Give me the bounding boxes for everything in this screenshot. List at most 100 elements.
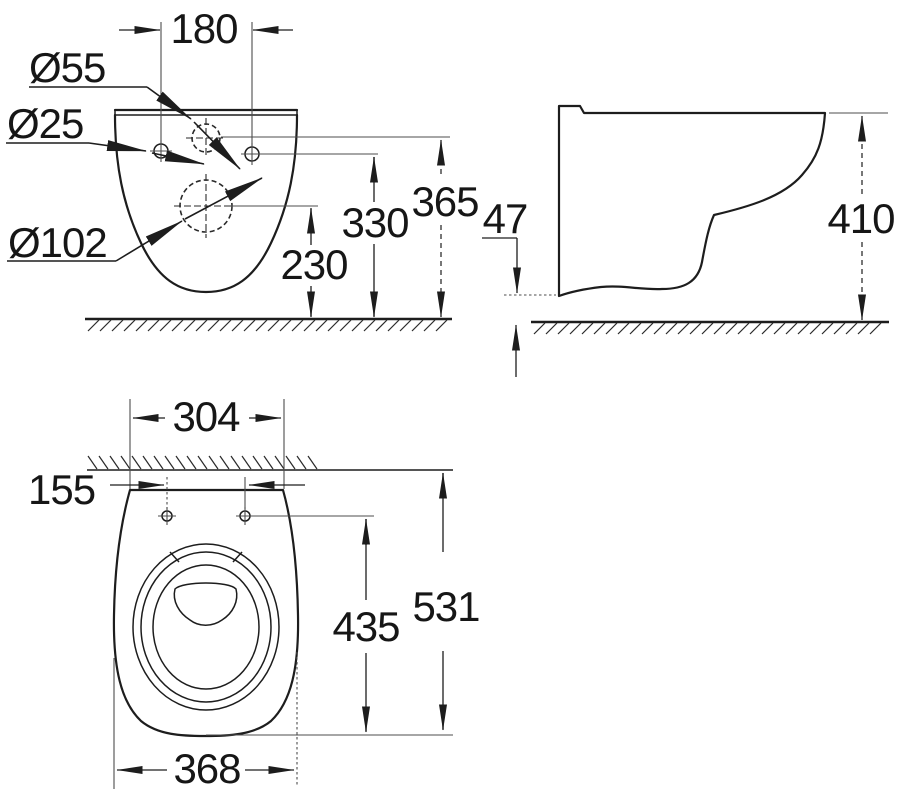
hatch-stroke bbox=[291, 319, 304, 332]
dim-410-label: 410 bbox=[827, 195, 894, 242]
dim-330: 330 bbox=[261, 153, 410, 318]
label-diameter-55: Ø55 bbox=[29, 44, 241, 170]
hatch-stroke bbox=[111, 319, 124, 332]
hatch-stroke bbox=[339, 319, 352, 332]
dim-230: 230 bbox=[233, 205, 349, 318]
dim-365: 365 bbox=[221, 136, 480, 318]
hatch-stroke bbox=[255, 319, 268, 332]
hatch-stroke bbox=[208, 455, 219, 470]
hatch-stroke bbox=[243, 319, 256, 332]
hatch-stroke bbox=[605, 322, 618, 335]
dim-155: 155 bbox=[28, 466, 305, 513]
label-o102-text: Ø102 bbox=[8, 219, 107, 266]
hatch-stroke bbox=[159, 319, 172, 332]
dim-304: 304 bbox=[129, 393, 285, 489]
dim-531: 531 bbox=[412, 472, 481, 731]
hatch-stroke bbox=[230, 455, 241, 470]
seat-middle-ring bbox=[140, 551, 272, 703]
dim-435: 435 bbox=[251, 515, 401, 733]
dim-368: 368 bbox=[113, 652, 298, 792]
hatch-stroke bbox=[186, 455, 197, 470]
side-view: 47 410 bbox=[482, 104, 896, 377]
hatch-stroke bbox=[296, 455, 307, 470]
front-view: 180 365 330 230 bbox=[6, 5, 480, 332]
hatch-stroke bbox=[545, 322, 558, 335]
hatch-stroke bbox=[241, 455, 252, 470]
hatch-stroke bbox=[142, 455, 153, 470]
hatch-stroke bbox=[219, 455, 230, 470]
hatch-stroke bbox=[197, 455, 208, 470]
hatch-stroke bbox=[617, 322, 630, 335]
hatch-stroke bbox=[701, 322, 714, 335]
hatch-stroke bbox=[725, 322, 738, 335]
hatch-stroke bbox=[387, 319, 400, 332]
hatch-stroke bbox=[231, 319, 244, 332]
label-o25-leader-1 bbox=[88, 140, 147, 152]
hatch-stroke bbox=[581, 322, 594, 335]
hatch-stroke bbox=[303, 319, 316, 332]
hatch-stroke bbox=[285, 455, 296, 470]
hatch-stroke bbox=[593, 322, 606, 335]
hatch-stroke bbox=[99, 319, 112, 332]
dim-330-label: 330 bbox=[341, 199, 408, 246]
hatch-stroke bbox=[87, 319, 100, 332]
hatch-stroke bbox=[363, 319, 376, 332]
hatch-stroke bbox=[171, 319, 184, 332]
label-o102-leader-2 bbox=[184, 177, 263, 220]
hatch-stroke bbox=[263, 455, 274, 470]
hatch-stroke bbox=[123, 319, 136, 332]
bowl-inner-rim bbox=[152, 564, 260, 690]
hatch-stroke bbox=[267, 319, 280, 332]
hatch-stroke bbox=[219, 319, 232, 332]
dim-368-label: 368 bbox=[173, 745, 240, 792]
hatch-stroke bbox=[737, 322, 750, 335]
hatch-stroke bbox=[629, 322, 642, 335]
label-o55-text: Ø55 bbox=[29, 44, 105, 91]
hatch-stroke bbox=[435, 319, 448, 332]
water-surface-outline bbox=[173, 582, 238, 626]
hatch-stroke bbox=[857, 322, 870, 335]
hatch-stroke bbox=[411, 319, 424, 332]
hatch-stroke bbox=[274, 455, 285, 470]
hatch-stroke bbox=[713, 322, 726, 335]
hatch-stroke bbox=[557, 322, 570, 335]
hatch-stroke bbox=[183, 319, 196, 332]
dim-435-label: 435 bbox=[332, 603, 399, 650]
dim-155-label: 155 bbox=[28, 466, 95, 513]
hatch-stroke bbox=[761, 322, 774, 335]
label-o55-leader-1 bbox=[146, 86, 192, 120]
hatch-stroke bbox=[869, 322, 882, 335]
hatch-stroke bbox=[689, 322, 702, 335]
dim-180-label: 180 bbox=[170, 5, 237, 52]
plan-bowl-outline bbox=[112, 488, 300, 738]
hatch-stroke bbox=[147, 319, 160, 332]
dim-365-label: 365 bbox=[411, 178, 478, 225]
hatch-stroke bbox=[87, 455, 98, 470]
side-profile-outline bbox=[557, 104, 827, 298]
seat-outer-ring bbox=[132, 543, 280, 711]
hatch-stroke bbox=[120, 455, 131, 470]
label-o55-leader-2 bbox=[193, 121, 241, 170]
hatch-stroke bbox=[252, 455, 263, 470]
label-o25-text: Ø25 bbox=[7, 100, 83, 147]
wall-hatching bbox=[87, 455, 318, 470]
dim-180: 180 bbox=[119, 5, 293, 146]
dim-410: 410 bbox=[827, 112, 896, 321]
hatch-stroke bbox=[207, 319, 220, 332]
hatch-stroke bbox=[195, 319, 208, 332]
hatch-stroke bbox=[153, 455, 164, 470]
front-bowl-outline bbox=[113, 113, 299, 294]
label-o25-leader-2 bbox=[151, 150, 205, 165]
label-diameter-25: Ø25 bbox=[6, 100, 205, 165]
hatch-stroke bbox=[315, 319, 328, 332]
hatch-stroke bbox=[375, 319, 388, 332]
seat-seam-left bbox=[169, 551, 180, 563]
hatch-stroke bbox=[785, 322, 798, 335]
front-ground-hatching bbox=[87, 319, 448, 332]
hatch-stroke bbox=[131, 455, 142, 470]
hatch-stroke bbox=[653, 322, 666, 335]
hatch-stroke bbox=[833, 322, 846, 335]
hatch-stroke bbox=[773, 322, 786, 335]
